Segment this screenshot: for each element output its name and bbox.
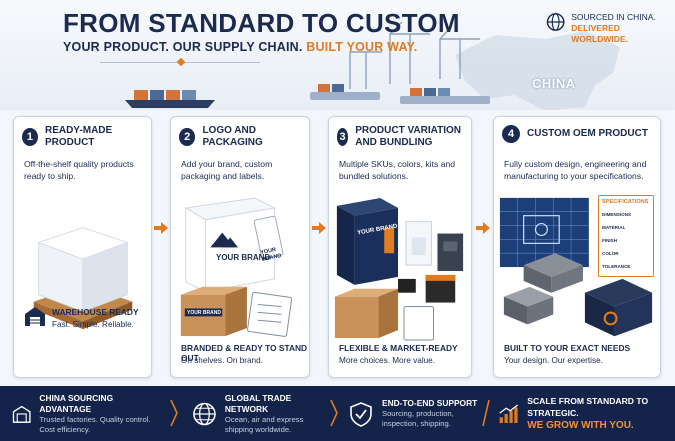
- spec-row: FINISH: [602, 238, 618, 243]
- spec-title: SPECIFICATIONS: [602, 199, 649, 205]
- chevron-right-icon: [330, 399, 338, 427]
- warehouse-icon: [25, 307, 45, 326]
- spec-row: TOLERANCE: [602, 264, 631, 269]
- branded-box-icon: [180, 197, 293, 337]
- growth-chart-icon: [499, 404, 518, 423]
- box-brand-label: YOUR BRAND: [216, 253, 271, 262]
- map-label: CHINA: [532, 76, 576, 91]
- footer-title: GLOBAL TRADE NETWORK: [224, 392, 292, 414]
- globe-icon: [546, 13, 565, 31]
- footer-item-sourcing: CHINA SOURCING ADVANTAGE Trusted factori…: [12, 386, 162, 441]
- spec-row: COLOR: [602, 251, 619, 256]
- shield-check-icon: [350, 401, 372, 427]
- spec-row: DIMENSIONS: [602, 212, 632, 217]
- card-description: Add your brand, custom packaging and lab…: [181, 159, 273, 181]
- card-tag: WAREHOUSE READY: [52, 307, 139, 317]
- footer-title: END-TO-END SUPPORT: [382, 398, 478, 408]
- spec-sheet: SPECIFICATIONS DIMENSIONS MATERIAL FINIS…: [598, 195, 654, 277]
- footer-item-network: GLOBAL TRADE NETWORK Ocean, air and expr…: [192, 386, 332, 441]
- card-description: Multiple SKUs, colors, kits and bundled …: [339, 159, 456, 181]
- card-title: CUSTOM OEM PRODUCT: [527, 128, 648, 139]
- sourced-line-1: SOURCED IN CHINA.: [571, 12, 656, 22]
- card-header: 2 LOGO AND PACKAGING: [179, 125, 309, 149]
- card-subtag: On shelves. On brand.: [181, 356, 263, 365]
- globe-icon: [193, 402, 216, 425]
- arrow-right-icon: [312, 222, 326, 234]
- card-description: Off-the-shelf quality products ready to …: [24, 159, 134, 181]
- ship-icon: [125, 90, 215, 108]
- card-ready-made: 1 READY-MADE PRODUCT Off-the-shelf quali…: [13, 116, 152, 378]
- divider-slash-icon: [482, 399, 490, 427]
- footer-item-support: END-TO-END SUPPORT Sourcing, production,…: [348, 386, 478, 441]
- page-subtitle: YOUR PRODUCT. OUR SUPPLY CHAIN. BUILT YO…: [63, 40, 417, 54]
- small-box-brand-label: YOUR BRAND: [187, 310, 221, 316]
- footer-body: Trusted factories. Quality control. Cost…: [39, 414, 151, 434]
- arrow-right-icon: [154, 222, 168, 234]
- card-tag: BRANDED & READY TO STAND OUT: [181, 343, 308, 363]
- footer-slogan: WE GROW WITH YOU.: [527, 420, 634, 431]
- step-number: 1: [22, 128, 38, 146]
- subtitle-main: YOUR PRODUCT. OUR SUPPLY CHAIN.: [63, 40, 307, 54]
- step-number: 4: [502, 125, 520, 143]
- footer-body: Ocean, air and express shipping worldwid…: [224, 414, 304, 434]
- card-subtag: More choices. More value.: [339, 356, 436, 365]
- white-box-on-pallet-icon: [33, 227, 133, 330]
- china-map-icon: [455, 31, 620, 110]
- product-bundle-icon: [334, 198, 464, 341]
- card-subtag: Fast. Simple. Reliable.: [52, 320, 134, 329]
- step-number: 3: [337, 128, 349, 146]
- card-title: LOGO AND PACKAGING: [202, 125, 263, 148]
- card-subtag: Your design. Our expertise.: [504, 356, 603, 365]
- card-logo-packaging: 2 LOGO AND PACKAGING Add your brand, cus…: [170, 116, 310, 378]
- card-title: READY-MADE PRODUCT: [44, 125, 113, 148]
- card-header: 4 CUSTOM OEM PRODUCT: [502, 125, 648, 143]
- footer-item-scale: SCALE FROM STANDARD TO STRATEGIC. WE GRO…: [498, 386, 670, 441]
- card-tag: FLEXIBLE & MARKET-READY: [339, 343, 458, 353]
- subtitle-accent: BUILT YOUR WAY.: [306, 40, 418, 54]
- footer-title: SCALE FROM STANDARD TO STRATEGIC.: [527, 396, 649, 418]
- port-cranes-icon: [310, 21, 490, 104]
- card-title: PRODUCT VARIATION AND BUNDLING: [355, 125, 461, 148]
- card-custom-oem: 4 CUSTOM OEM PRODUCT Fully custom design…: [493, 116, 661, 378]
- arrow-right-icon: [476, 222, 490, 234]
- chevron-right-icon: [170, 399, 178, 427]
- factory-icon: [12, 405, 31, 423]
- footer-title: CHINA SOURCING ADVANTAGE: [39, 392, 114, 414]
- step-number: 2: [179, 128, 196, 146]
- footer-body: Sourcing, production, inspection, shippi…: [382, 409, 454, 428]
- cad-blueprint-icon: [499, 197, 653, 337]
- card-tag: BUILT TO YOUR EXACT NEEDS: [504, 343, 631, 353]
- sourced-badge: SOURCED IN CHINA. DELIVERED WORLDWIDE.: [546, 12, 675, 45]
- page-title: FROM STANDARD TO CUSTOM: [63, 8, 460, 38]
- card-description: Fully custom design, engineering and man…: [504, 159, 647, 181]
- card-header: 3 PRODUCT VARIATION AND BUNDLING: [337, 125, 471, 149]
- card-variation-bundling: 3 PRODUCT VARIATION AND BUNDLING Multipl…: [328, 116, 472, 378]
- sourced-line-2: DELIVERED WORLDWIDE.: [571, 23, 628, 44]
- spec-row: MATERIAL: [602, 225, 626, 230]
- card-header: 1 READY-MADE PRODUCT: [22, 125, 151, 149]
